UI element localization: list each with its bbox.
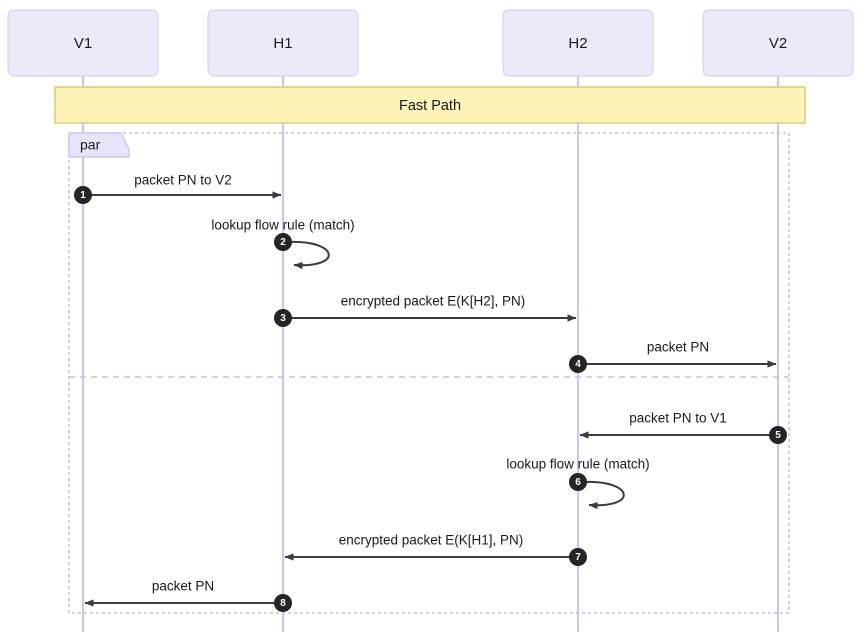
message-label-3: encrypted packet E(K[H2], PN) — [341, 294, 526, 309]
participants-group: V1 H1 H2 V2 — [7, 9, 854, 77]
participant-label-v2: V2 — [769, 35, 787, 52]
participant-box-h2[interactable] — [502, 9, 654, 77]
fast-path-banner-group: Fast Path — [54, 86, 806, 124]
participant-box-h1[interactable] — [207, 9, 359, 77]
fast-path-banner-label: Fast Path — [399, 98, 461, 114]
sequence-number-badge-7 — [569, 548, 587, 566]
message-label-6: lookup flow rule (match) — [506, 457, 649, 472]
sequence-number-badge-8 — [274, 594, 292, 612]
sequence-number-badge-5 — [769, 426, 787, 444]
message-label-8: packet PN — [152, 579, 214, 594]
participant-box-v1[interactable] — [7, 9, 159, 77]
sequence-number-4: 4 — [575, 359, 581, 370]
sequence-number-2: 2 — [280, 237, 286, 248]
message-6[interactable]: lookup flow rule (match) 6 — [506, 457, 650, 510]
message-4[interactable]: packet PN 4 — [569, 340, 777, 373]
par-fragment-group: par — [68, 132, 790, 614]
lifelines-group — [81, 76, 780, 632]
message-label-2: lookup flow rule (match) — [211, 218, 354, 233]
participant-box-v2[interactable] — [702, 9, 854, 77]
sequence-number-6: 6 — [575, 477, 581, 488]
sequence-number-badge-6 — [569, 473, 587, 491]
message-line-2 — [288, 240, 330, 270]
message-7[interactable]: encrypted packet E(K[H1], PN) 7 — [284, 533, 587, 566]
sequence-number-8: 8 — [280, 598, 286, 609]
message-label-5: packet PN to V1 — [629, 411, 727, 426]
par-fragment-tab — [68, 132, 130, 158]
par-fragment-tab-label: par — [80, 137, 101, 153]
message-5[interactable]: packet PN to V1 5 — [579, 411, 787, 444]
participant-label-v1: V1 — [74, 35, 92, 52]
participant-label-h2: H2 — [568, 35, 587, 52]
par-fragment-border — [68, 132, 790, 614]
sequence-number-badge-4 — [569, 355, 587, 373]
message-line-6 — [583, 480, 625, 510]
sequence-number-1: 1 — [80, 190, 86, 201]
sequence-number-badge-2 — [274, 233, 292, 251]
sequence-number-3: 3 — [280, 313, 286, 324]
sequence-number-badge-3 — [274, 309, 292, 327]
message-8[interactable]: packet PN 8 — [84, 579, 292, 612]
participant-label-h1: H1 — [273, 35, 292, 52]
fast-path-banner — [54, 86, 806, 124]
message-1[interactable]: packet PN to V2 1 — [74, 173, 282, 204]
message-2[interactable]: lookup flow rule (match) 2 — [211, 218, 355, 270]
sequence-number-badge-1 — [74, 186, 92, 204]
messages-group: packet PN to V2 1 lookup flow rule (match)… — [74, 173, 787, 612]
sequence-number-5: 5 — [775, 430, 781, 441]
message-3[interactable]: encrypted packet E(K[H2], PN) 3 — [274, 294, 577, 327]
message-label-7: encrypted packet E(K[H1], PN) — [339, 533, 524, 548]
sequence-number-7: 7 — [575, 552, 581, 563]
message-label-4: packet PN — [647, 340, 709, 355]
message-label-1: packet PN to V2 — [134, 173, 232, 188]
